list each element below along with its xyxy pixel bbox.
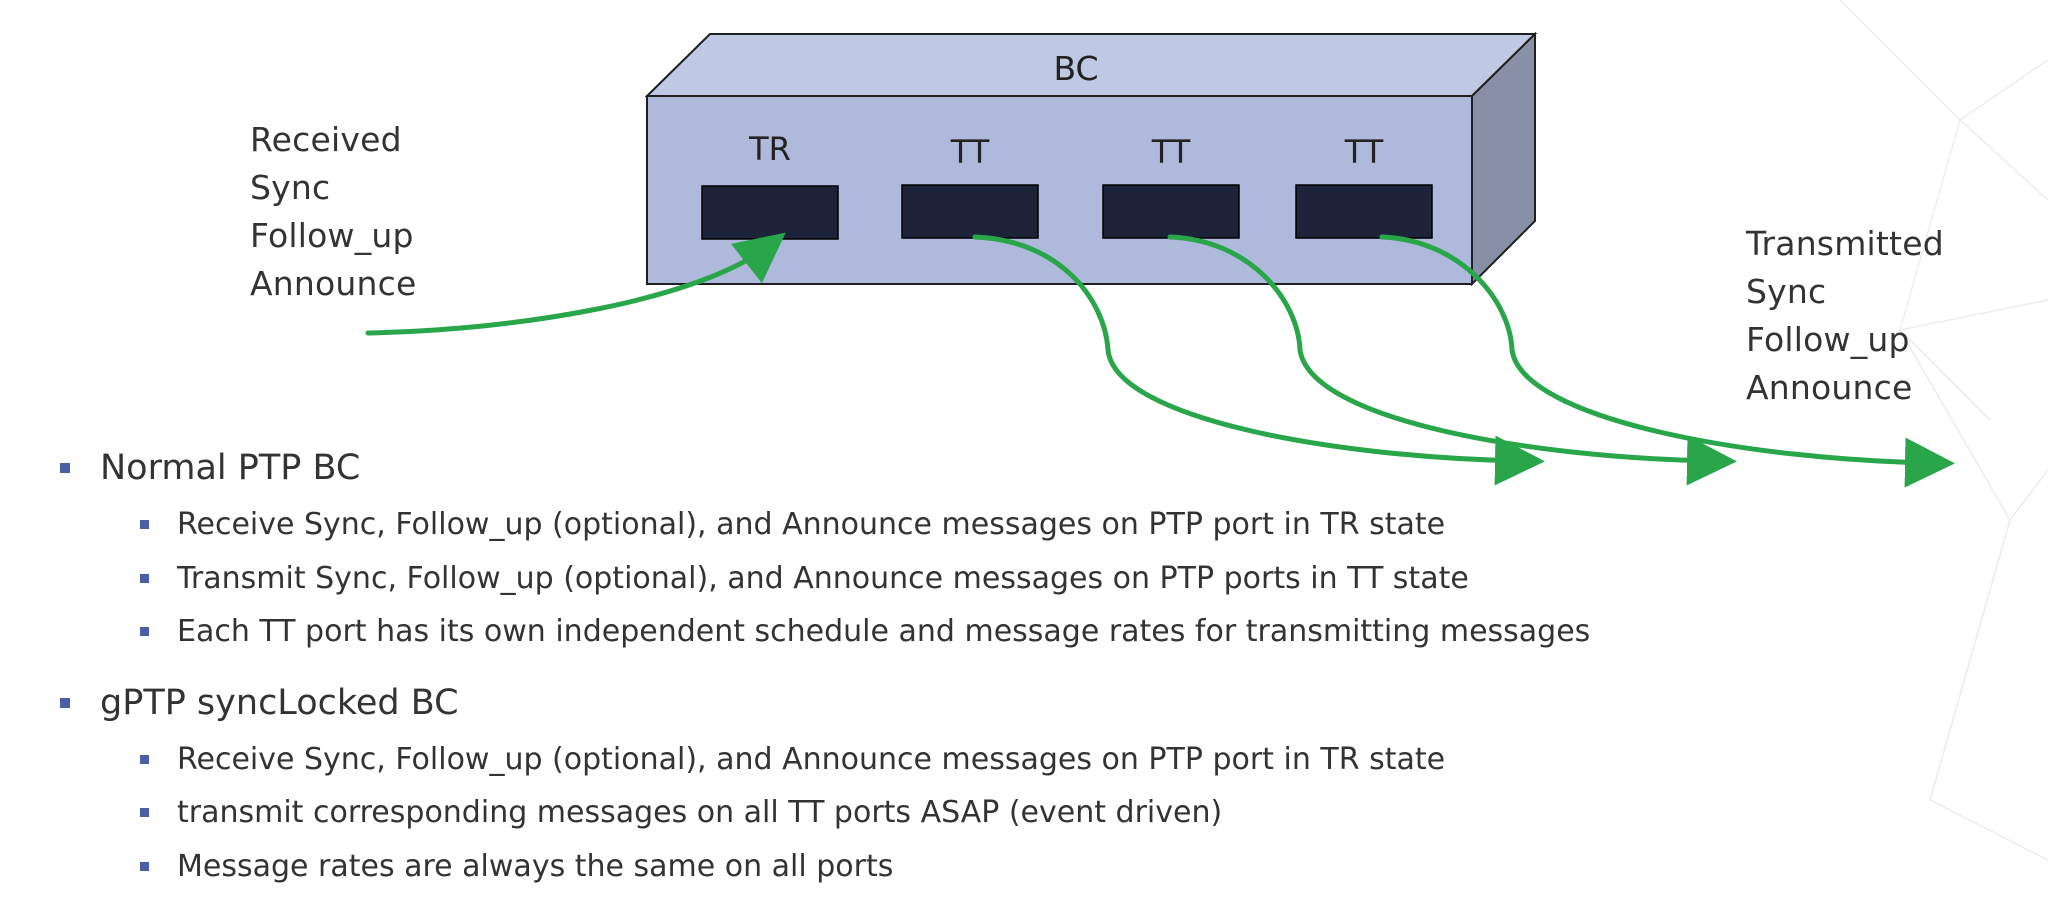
sub-bullet: Receive Sync, Follow_up (optional), and … [140, 733, 1954, 787]
arrow-transmit-3 [1379, 234, 1955, 488]
received-messages-label: Received Sync Follow_up Announce [250, 116, 416, 308]
sub-bullet: Message rates are always the same on all… [140, 840, 1954, 894]
bullet-marker [60, 697, 70, 708]
sub-bullet-text: Receive Sync, Follow_up (optional), and … [177, 507, 1446, 543]
port-label: TT [950, 133, 990, 171]
sub-bullet-list: Receive Sync, Follow_up (optional), and … [140, 498, 1954, 659]
transmitted-line: Sync [1746, 272, 1827, 311]
sub-bullet-marker [140, 573, 149, 583]
transmitted-messages-label: Transmitted Sync Follow_up Announce [1746, 220, 1944, 412]
sub-bullet-marker [140, 754, 149, 764]
port-tt-3: TT [1295, 133, 1433, 239]
port-label: TR [748, 130, 791, 168]
arrow-transmit-2 [1167, 234, 1737, 486]
sub-bullet-marker [140, 861, 149, 871]
bullet-gptp-synclocked-bc: gPTP syncLocked BC Receive Sync, Follow_… [54, 673, 1954, 894]
port-tt-1: TT [901, 133, 1039, 239]
transmitted-line: Follow_up [1746, 320, 1910, 359]
sub-bullet-list: Receive Sync, Follow_up (optional), and … [140, 733, 1954, 894]
received-line: Received [250, 120, 402, 159]
sub-bullet: transmit corresponding messages on all T… [140, 786, 1954, 840]
sub-bullet-text: Each TT port has its own independent sch… [177, 614, 1591, 650]
sub-bullet: Receive Sync, Follow_up (optional), and … [140, 498, 1954, 552]
bullet-marker [60, 463, 70, 473]
port-label: TT [1344, 133, 1384, 171]
bullet-normal-ptp-bc: Normal PTP BC Receive Sync, Follow_up (o… [54, 438, 1954, 659]
bullet-heading: gPTP syncLocked BC [100, 682, 459, 723]
bullet-list: Normal PTP BC Receive Sync, Follow_up (o… [54, 438, 1954, 903]
sub-bullet-text: Message rates are always the same on all… [177, 848, 894, 884]
background-mesh [1839, 0, 2048, 861]
sub-bullet-text: Receive Sync, Follow_up (optional), and … [177, 741, 1446, 777]
box-title: BC [1053, 49, 1098, 88]
sub-bullet: Each TT port has its own independent sch… [140, 605, 1954, 659]
sub-bullet: Transmit Sync, Follow_up (optional), and… [140, 552, 1954, 606]
arrow-received [365, 232, 786, 336]
sub-bullet-marker [140, 627, 149, 637]
transmitted-line: Announce [1746, 368, 1913, 407]
transmitted-line: Transmitted [1746, 224, 1944, 263]
received-line: Follow_up [250, 216, 414, 255]
port-slot [901, 184, 1039, 239]
port-tt-2: TT [1102, 133, 1240, 239]
received-line: Announce [250, 264, 417, 303]
port-slot [701, 185, 839, 240]
received-line: Sync [250, 168, 331, 207]
sub-bullet-marker [140, 808, 149, 818]
bullet-heading: Normal PTP BC [100, 448, 361, 488]
sub-bullet-text: transmit corresponding messages on all T… [177, 795, 1223, 831]
arrow-transmit-1 [972, 234, 1545, 486]
sub-bullet-marker [140, 520, 149, 530]
port-label: TT [1151, 133, 1191, 171]
sub-bullet-text: Transmit Sync, Follow_up (optional), and… [177, 560, 1469, 596]
port-slot [1102, 184, 1240, 239]
port-slot [1295, 184, 1433, 239]
